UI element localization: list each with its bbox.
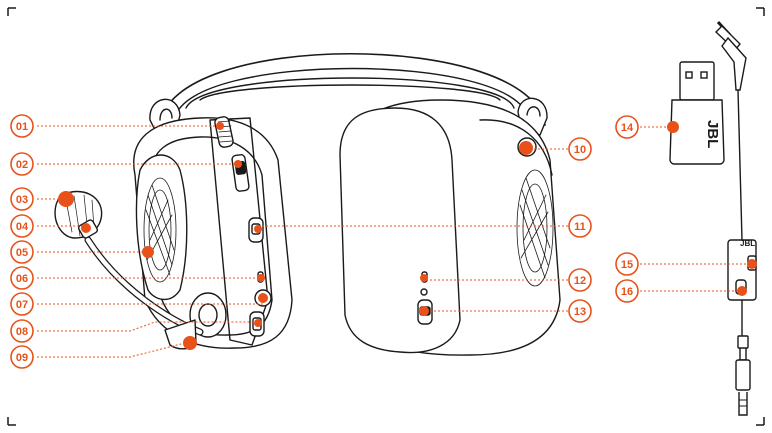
callout-number: 04 [16, 221, 29, 233]
callout-number: 11 [574, 221, 586, 233]
corner-marks [7, 7, 765, 426]
callout-circle [10, 266, 34, 290]
callout-circle [10, 240, 34, 264]
callout-badge-06: 06 [10, 266, 34, 290]
callout-circle [10, 152, 34, 176]
callout-number: 01 [16, 121, 28, 133]
callout-number: 16 [621, 286, 633, 298]
callout-badge-01: 01 [10, 114, 34, 138]
callout-badge-10: 10 [568, 137, 592, 161]
callout-badge-14: 14 [615, 115, 639, 139]
callout-number: 02 [16, 159, 28, 171]
callout-circle [568, 268, 592, 292]
callout-circle [615, 115, 639, 139]
callout-circle [10, 319, 34, 343]
callout-number: 06 [16, 273, 28, 285]
callout-badge-09: 09 [10, 345, 34, 369]
callout-number: 05 [16, 247, 28, 259]
callout-badge-11: 11 [568, 214, 592, 238]
callout-number: 07 [16, 299, 28, 311]
callout-number: 08 [16, 326, 28, 338]
dongle-brand-text: JBL [704, 120, 721, 148]
callout-number: 14 [621, 122, 634, 134]
callout-circle [568, 214, 592, 238]
callout-badge-03: 03 [10, 187, 34, 211]
callout-circle [568, 299, 592, 323]
headset-illustration [54, 52, 561, 356]
callout-number: 10 [574, 144, 586, 156]
callout-circle [10, 187, 34, 211]
callout-badge-02: 02 [10, 152, 34, 176]
callout-leaders [37, 125, 752, 358]
callout-badge-16: 16 [615, 279, 639, 303]
callout-badges: 01 02 03 04 05 06 07 08 09 10 11 12 13 14 15 16 [10, 114, 639, 369]
callout-number: 12 [574, 275, 586, 287]
callout-number: 03 [16, 194, 28, 206]
cable-box-brand-text: JBL [740, 239, 755, 248]
left-speaker-grille [143, 177, 177, 283]
callout-number: 15 [621, 259, 633, 271]
callout-circle [615, 252, 639, 276]
callout-badge-04: 04 [10, 214, 34, 238]
callout-circle [10, 292, 34, 316]
callout-circle [615, 279, 639, 303]
callout-target-dots [58, 121, 757, 350]
callout-circle [10, 114, 34, 138]
callout-circle [10, 345, 34, 369]
callout-badge-07: 07 [10, 292, 34, 316]
audio-cable: JBL [714, 20, 757, 416]
callout-badge-05: 05 [10, 240, 34, 264]
callout-badge-13: 13 [568, 299, 592, 323]
callout-badge-12: 12 [568, 268, 592, 292]
right-earcup [339, 99, 561, 356]
callout-badge-08: 08 [10, 319, 34, 343]
callout-number: 09 [16, 352, 28, 364]
callout-circle [10, 214, 34, 238]
callout-number: 13 [574, 306, 586, 318]
callout-badge-15: 15 [615, 252, 639, 276]
right-speaker-grille [516, 169, 554, 287]
callout-circle [568, 137, 592, 161]
usb-dongle: JBL [669, 61, 725, 165]
